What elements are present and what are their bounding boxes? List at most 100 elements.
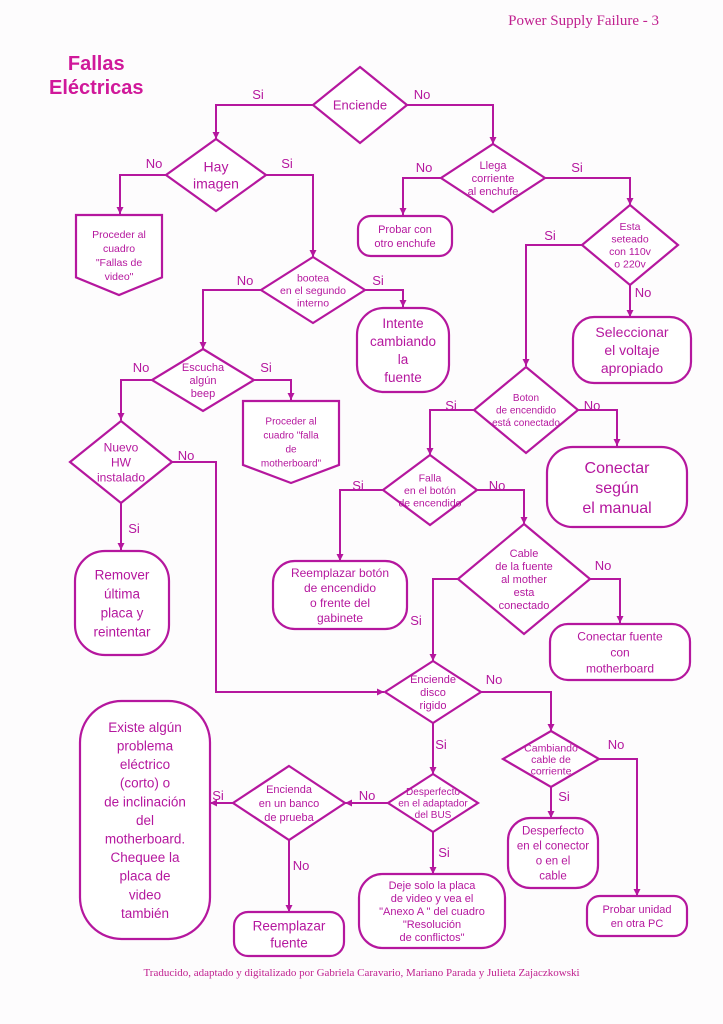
node-text-line: Chequee la [110, 850, 180, 865]
arrowhead [633, 889, 641, 896]
edge-banco-prueba-to-problema-electrico: Si [210, 788, 233, 807]
arrowhead [212, 132, 220, 139]
node-text-line: en el botón [404, 485, 456, 497]
node-text-line: Nuevo [104, 440, 139, 454]
decision-diamond [580, 203, 680, 287]
edge-label: No [608, 737, 625, 752]
arrowhead [520, 517, 528, 524]
edge-nuevo-hw-to-enciende-disco: No [172, 448, 384, 696]
node-text-line: cuadro "falla [263, 431, 319, 442]
title-line-1: Fallas [67, 53, 125, 75]
edge-line [578, 409, 618, 446]
node-text-line: Conectar fuente [577, 629, 663, 643]
node-text-line: cuadro [103, 243, 135, 255]
arrowhead [117, 543, 125, 550]
node-text-line: de video y vea el [391, 893, 474, 905]
process-box [506, 816, 600, 890]
process-box [232, 910, 346, 958]
node-text-line: de inclinación [104, 794, 186, 809]
node-text-line: fuente [384, 370, 422, 385]
node-text-line: Conectar [585, 460, 651, 477]
arrowhead [613, 439, 621, 446]
node-text-line: del BUS [415, 810, 452, 821]
decision-diamond [472, 365, 580, 455]
arrowhead [309, 250, 317, 257]
edge-escucha-beep-to-nuevo-hw: No [117, 360, 152, 420]
decision-diamond [258, 255, 368, 325]
edge-label: No [293, 858, 310, 873]
node-text-line: Probar unidad [602, 904, 671, 916]
node-text-line: gabinete [317, 611, 363, 625]
node-text-line: en otra PC [611, 918, 664, 930]
edge-seteado-to-seleccionar-voltaje: No [626, 285, 652, 317]
arrowhead [345, 799, 352, 807]
edge-line [266, 174, 314, 257]
edge-line [119, 174, 166, 214]
node-text-line: de encendido [304, 581, 376, 595]
arrowhead [287, 393, 295, 400]
decision-diamond [381, 453, 479, 527]
offpage-connector [241, 399, 341, 485]
edge-cable-fuente-to-enciende-disco: Si [410, 578, 458, 661]
node-text-line: bootea [297, 272, 329, 284]
arrowhead [429, 767, 437, 774]
node-text-line: motherboard. [105, 831, 185, 846]
node-text-line: Proceder al [92, 229, 146, 241]
edge-boton-conectado-to-conectar-manual: No [578, 398, 621, 446]
decision-diamond [149, 347, 257, 413]
arrowhead [336, 554, 344, 561]
edge-boton-conectado-to-falla-boton: Si [426, 398, 474, 455]
edge-label: Si [352, 478, 364, 493]
edge-seteado-to-boton-conectado: Si [522, 228, 582, 366]
node-text-line: del [136, 813, 154, 828]
edge-line [590, 578, 621, 623]
node-text-line: la [398, 352, 409, 367]
arrowhead [616, 616, 624, 623]
decision-diamond [231, 764, 347, 842]
offpage-connector [74, 213, 164, 297]
node-text-line: eléctrico [120, 757, 170, 772]
edge-label: No [635, 285, 652, 300]
arrowhead [626, 310, 634, 317]
node-text-line: motherboard [586, 661, 654, 675]
node-text-line: de la fuente [495, 561, 553, 573]
node-text-line: rigido [420, 700, 447, 712]
node-text-line: Deje solo la placa [389, 880, 477, 892]
edge-line [402, 177, 441, 215]
edge-label: Si [212, 788, 224, 803]
node-text-line: Proceder al [265, 417, 316, 428]
edge-label: No [416, 160, 433, 175]
process-box [356, 214, 454, 258]
arrowhead [117, 413, 125, 420]
edge-llega-corriente-to-probar-enchufe: No [399, 160, 441, 215]
decision-diamond [385, 772, 481, 834]
edge-label: Si [281, 156, 293, 171]
decision-diamond [456, 522, 592, 636]
edge-line [407, 104, 494, 144]
node-text-line: "Resolución [403, 919, 461, 931]
edge-llega-corriente-to-seteado: Si [545, 160, 634, 205]
edge-label: Si [544, 228, 556, 243]
arrowhead [626, 198, 634, 205]
edge-label: No [414, 87, 431, 102]
node-text-line: "Anexo A " del cuadro [379, 906, 485, 918]
node-text-line: cable de [531, 754, 571, 766]
node-text-line: el manual [582, 500, 651, 517]
edge-escucha-beep-to-proceder-mother: Si [254, 360, 295, 400]
node-text-line: cambiando [370, 334, 436, 349]
decision-diamond [500, 729, 602, 789]
node-text-line: Reemplazar botón [291, 566, 389, 580]
arrowhead [429, 654, 437, 661]
edge-label: No [486, 672, 503, 687]
edge-label: Si [438, 845, 450, 860]
